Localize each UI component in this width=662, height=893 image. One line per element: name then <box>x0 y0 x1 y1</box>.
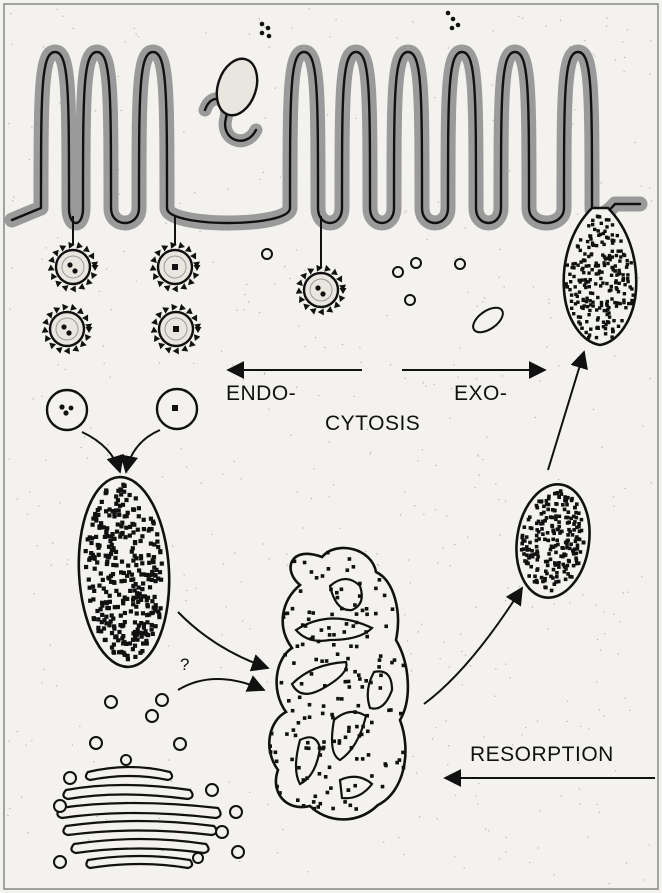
label-resorption: RESORPTION <box>470 743 614 766</box>
label-endo: ENDO- <box>226 382 296 405</box>
label-cytosis: CYTOSIS <box>325 412 420 435</box>
label-exo: EXO- <box>454 382 507 405</box>
label-question: ? <box>180 655 189 674</box>
